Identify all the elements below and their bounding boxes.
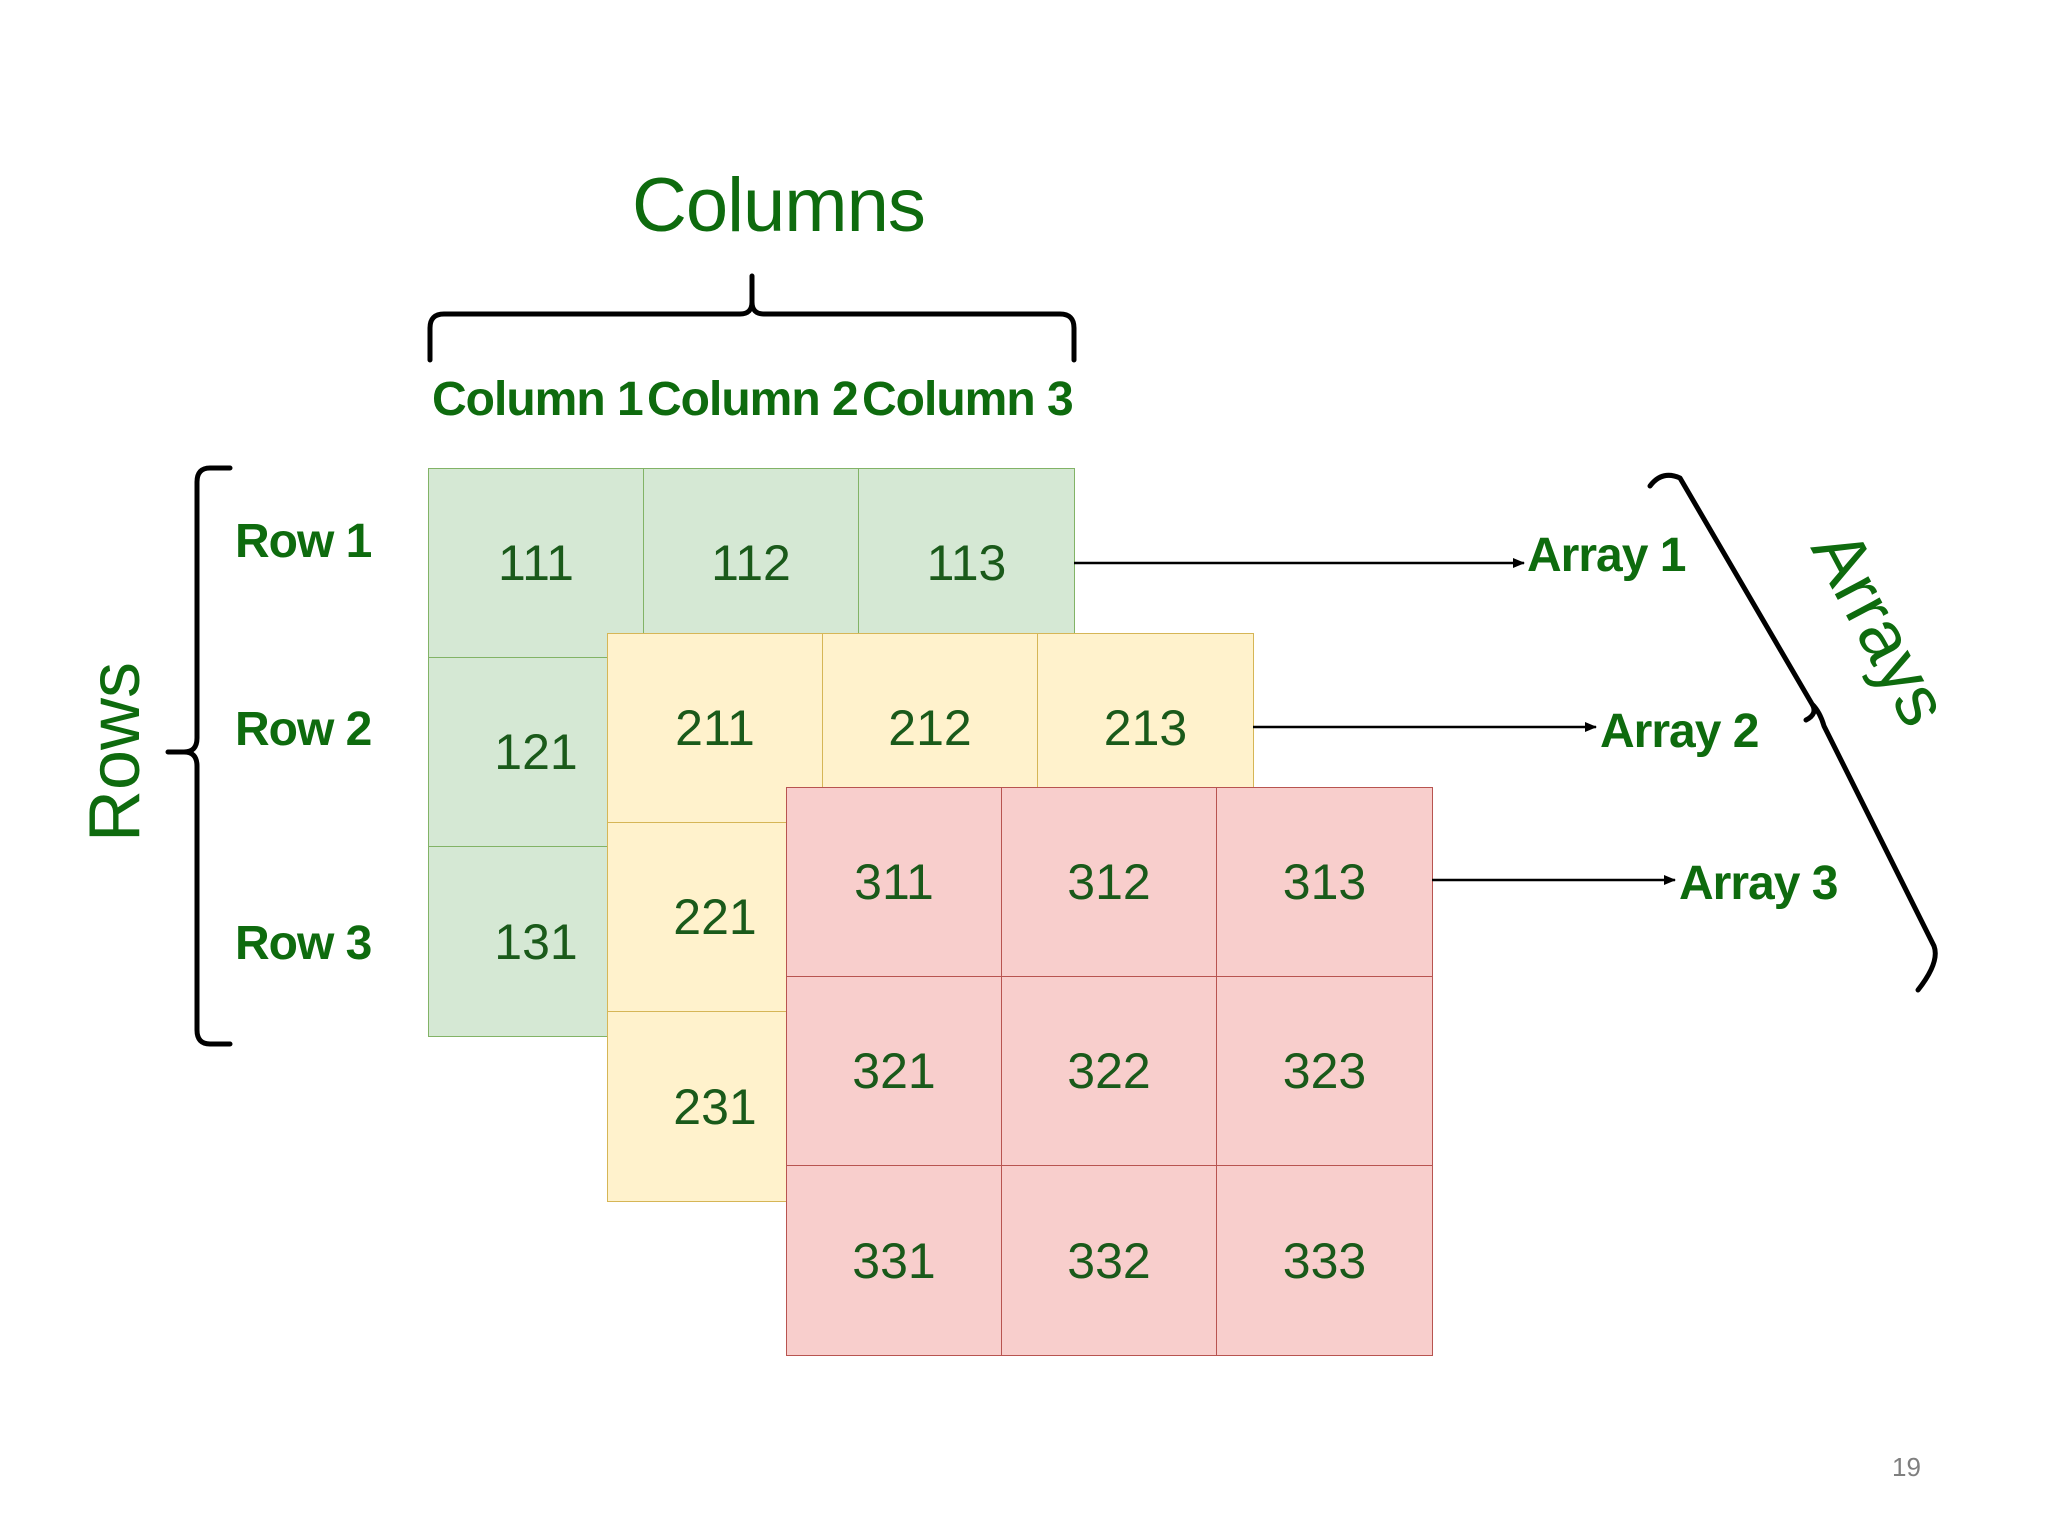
array-3-cell: 322	[1002, 977, 1217, 1166]
arrays-brace	[1647, 472, 1938, 993]
array-3-cell: 311	[787, 788, 1002, 977]
array-3-cell: 323	[1217, 977, 1432, 1166]
row-header-2: Row 2	[235, 703, 372, 756]
array-1-cell: 111	[429, 469, 644, 658]
array-1-label: Array 1	[1527, 529, 1686, 582]
array-3-cell: 333	[1282, 1232, 1367, 1289]
column-header-3: Column 3	[862, 373, 1074, 426]
row-header-1: Row 1	[235, 515, 372, 568]
array-2-cell: 211	[608, 634, 823, 823]
array-3-cell: 331	[787, 1166, 1002, 1355]
array-3-cell: 312	[1002, 788, 1217, 977]
columns-brace	[427, 273, 1077, 363]
row-header-3: Row 3	[235, 917, 372, 970]
array-2-cell: 212	[823, 634, 1038, 823]
array-2-label: Array 2	[1600, 705, 1759, 758]
array-3-cell: 313	[1217, 788, 1432, 977]
column-header-2: Column 2	[647, 373, 859, 426]
page-number: 19	[1892, 1452, 1921, 1482]
array-3-grid: 311 312 313 321 322 323 331 332 333	[786, 787, 1433, 1356]
columns-title: Columns	[632, 163, 926, 248]
array-3-label: Array 3	[1679, 857, 1838, 910]
rows-brace	[165, 465, 233, 1047]
column-header-1: Column 1	[432, 373, 644, 426]
array-3-cell: 332	[1002, 1166, 1217, 1355]
array-3-cell: 321	[787, 977, 1002, 1166]
array-1-cell: 121	[429, 658, 644, 847]
